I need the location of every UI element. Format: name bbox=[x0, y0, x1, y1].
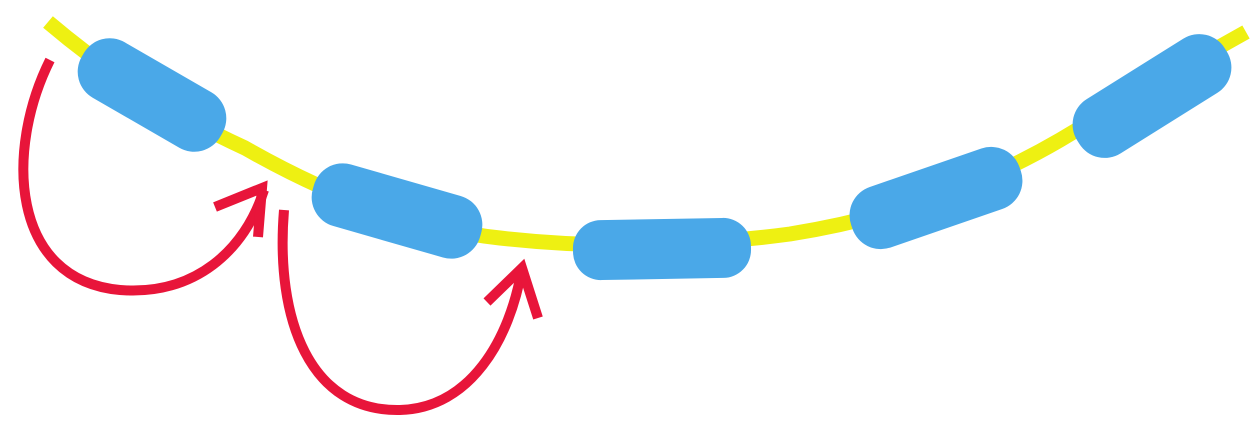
blue-segment-1 bbox=[77, 38, 227, 152]
red-jump-arrow-1 bbox=[18, 57, 269, 296]
blue-segment-2 bbox=[311, 163, 483, 259]
blue-segment-5 bbox=[1072, 34, 1232, 158]
blue-segment-3 bbox=[572, 217, 752, 281]
segments-group bbox=[77, 34, 1232, 281]
curved-arrow-icon bbox=[277, 209, 527, 416]
curved-arrow-icon bbox=[18, 57, 269, 296]
arrowhead-icon bbox=[213, 180, 268, 238]
arrowhead-icon bbox=[483, 258, 543, 320]
red-jump-arrow-2 bbox=[277, 209, 543, 416]
blue-segment-4 bbox=[849, 146, 1023, 250]
